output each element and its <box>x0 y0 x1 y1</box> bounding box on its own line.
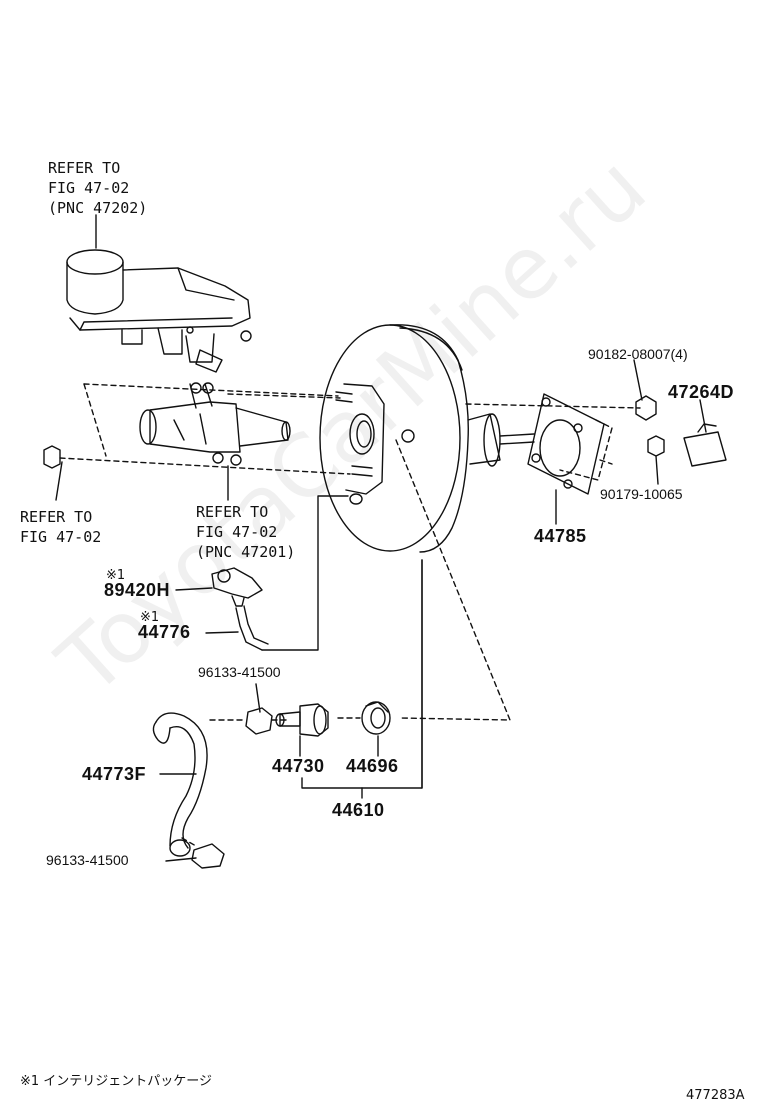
brake-booster <box>319 324 535 553</box>
part-number-47264D[interactable]: 47264D <box>668 382 735 402</box>
hardware <box>43 395 727 469</box>
sensor-hose <box>235 495 349 651</box>
part-number-96133-41500-top[interactable]: 96133-41500 <box>198 664 281 680</box>
part-number-90179-10065[interactable]: 90179-10065 <box>600 486 683 502</box>
leader-lines <box>55 359 707 862</box>
part-number-89420H[interactable]: 89420H <box>104 580 171 600</box>
alignment-lines <box>59 383 641 847</box>
part-number-44776[interactable]: 44776 <box>138 622 191 642</box>
refer-label-master-cylinder: REFER TO FIG 47-02 (PNC 47201) <box>196 503 296 561</box>
hose-clamps <box>191 707 273 869</box>
vacuum-hose <box>152 712 208 857</box>
check-valve <box>275 703 329 737</box>
brake-fluid-reservoir <box>66 214 252 373</box>
note-mark-hose: ※1 <box>140 610 160 625</box>
grommet <box>361 701 391 735</box>
refer-label-reservoir: REFER TO FIG 47-02 (PNC 47202) <box>48 159 148 217</box>
part-number-44696[interactable]: 44696 <box>346 756 399 776</box>
part-number-96133-41500-bottom[interactable]: 96133-41500 <box>46 852 129 868</box>
part-number-44785[interactable]: 44785 <box>534 526 587 546</box>
booster-gasket <box>527 393 605 495</box>
figure-id: 477283A <box>686 1088 745 1103</box>
vacuum-sensor <box>211 567 263 607</box>
part-number-44773F[interactable]: 44773F <box>82 764 147 784</box>
refer-label-nut: REFER TO FIG 47-02 <box>20 508 102 546</box>
note-mark-sensor: ※1 <box>106 568 126 583</box>
part-number-44610[interactable]: 44610 <box>332 800 385 820</box>
part-number-90182-08007[interactable]: 90182-08007(4) <box>588 346 688 362</box>
footnote: ※1 インテリジェントパッケージ <box>20 1074 213 1089</box>
brake-master-cylinder <box>139 382 291 466</box>
part-number-44730[interactable]: 44730 <box>272 756 325 776</box>
